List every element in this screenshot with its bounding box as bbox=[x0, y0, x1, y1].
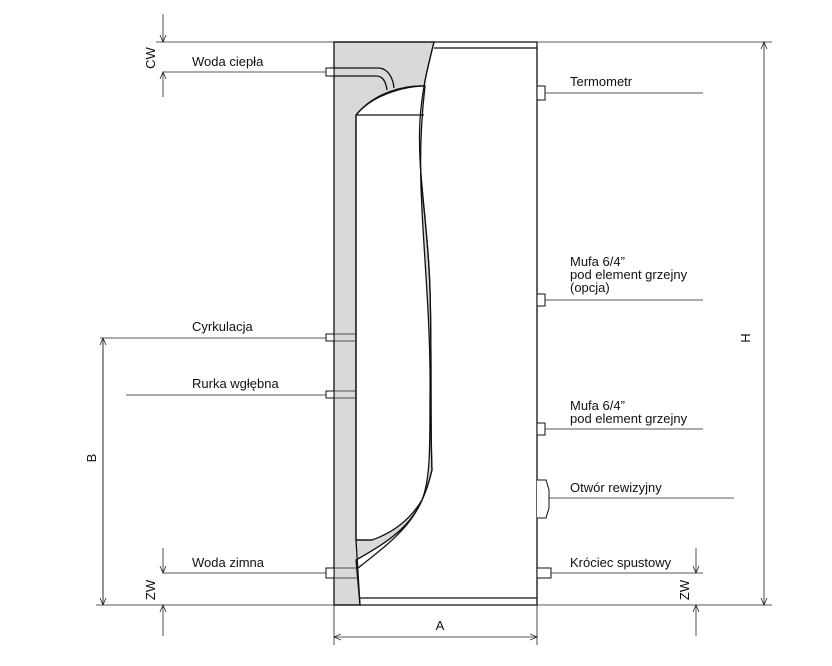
dimension-lines bbox=[96, 14, 772, 645]
label-mufa2-line2: pod element grzejny bbox=[570, 411, 688, 426]
label-rurka-wglebna: Rurka wgłębna bbox=[192, 376, 279, 391]
hot-water-pipe-inner bbox=[330, 75, 388, 91]
label-termometr: Termometr bbox=[570, 74, 633, 89]
dim-label-a: A bbox=[436, 618, 445, 633]
label-otwor-rewizyjny: Otwór rewizyjny bbox=[570, 480, 662, 495]
stub-rurka bbox=[325, 390, 335, 399]
leader-lines-left bbox=[100, 71, 326, 574]
stub-woda-ciepla bbox=[325, 67, 335, 77]
right-connectors bbox=[536, 85, 552, 579]
label-krociec-spustowy: Króciec spustowy bbox=[570, 555, 672, 570]
label-cyrkulacja: Cyrkulacja bbox=[192, 319, 253, 334]
dim-label-cw: CW bbox=[143, 46, 158, 68]
bottom-wall bbox=[355, 539, 361, 606]
top-dome bbox=[355, 85, 426, 116]
stub-krociec bbox=[536, 567, 552, 579]
dimension-labels: CW B ZW ZW H A bbox=[84, 46, 753, 633]
dim-label-b: B bbox=[84, 454, 99, 463]
label-woda-ciepla: Woda ciepła bbox=[192, 54, 264, 69]
dim-label-zw-right: ZW bbox=[677, 579, 692, 600]
tank-interior-left bbox=[355, 85, 431, 541]
stub-cyrkulacja bbox=[325, 333, 335, 342]
left-connectors bbox=[325, 67, 358, 579]
insulation-layer bbox=[333, 41, 435, 606]
component-labels: Woda ciepła Cyrkulacja Rurka wgłębna Wod… bbox=[192, 54, 688, 570]
dim-label-zw-left: ZW bbox=[143, 579, 158, 600]
stub-mufa1 bbox=[536, 293, 546, 307]
stub-woda-zimna bbox=[325, 567, 335, 579]
label-mufa2-line1: Mufa 6/4” bbox=[570, 398, 625, 413]
hot-water-pipe bbox=[330, 67, 395, 89]
label-mufa1-line1: Mufa 6/4” bbox=[570, 254, 625, 269]
label-mufa1-line2: pod element grzejny bbox=[570, 267, 688, 282]
leader-lines-right bbox=[545, 92, 734, 574]
inspection-opening bbox=[537, 479, 550, 519]
label-mufa1-line3: (opcja) bbox=[570, 280, 610, 295]
stub-mufa2 bbox=[536, 422, 546, 436]
stub-termometr bbox=[536, 85, 546, 101]
label-woda-zimna: Woda zimna bbox=[192, 555, 265, 570]
dim-label-h: H bbox=[738, 333, 753, 342]
